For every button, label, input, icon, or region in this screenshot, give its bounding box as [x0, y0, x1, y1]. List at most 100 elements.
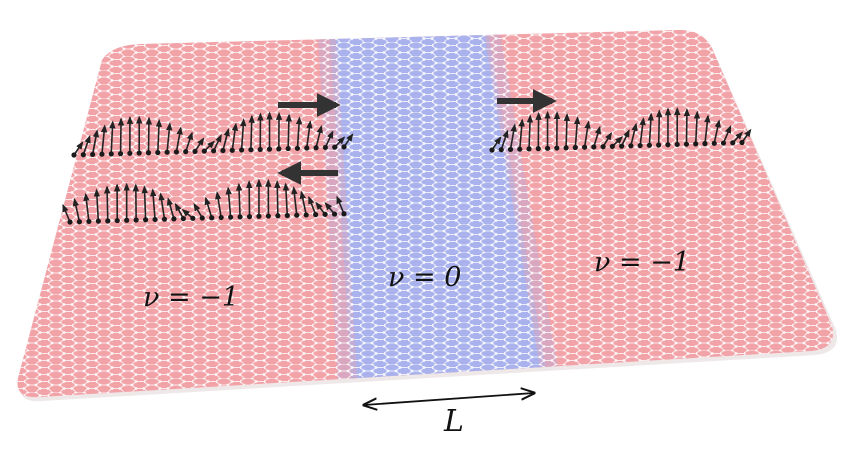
spin-vector [282, 182, 290, 216]
spin-vector [215, 191, 222, 218]
spin-vector [583, 120, 591, 148]
spin-vector [109, 120, 116, 154]
spin-vector [295, 116, 303, 149]
spin-vector [212, 134, 222, 152]
length-label: L [444, 404, 464, 439]
spin-site [127, 150, 133, 156]
spin-wave-upper-left [71, 111, 354, 158]
spin-vector [93, 188, 101, 222]
spin-site [238, 147, 245, 153]
spin-site [554, 145, 560, 151]
spin-vector [158, 192, 166, 220]
spin-site [95, 218, 101, 224]
spin-site [90, 151, 96, 158]
spin-site [322, 144, 328, 151]
spin-vector [222, 127, 230, 151]
spin-vector [184, 131, 193, 152]
spin-site [489, 147, 495, 153]
spin-vector [656, 109, 663, 146]
spin-vector [620, 129, 630, 147]
spin-site [609, 143, 615, 149]
spin-vector [639, 117, 646, 146]
spin-vector [704, 114, 711, 144]
spin-site [702, 141, 708, 147]
spin-site [284, 212, 290, 219]
spin-site [730, 140, 736, 146]
spin-site [199, 215, 205, 221]
spin-site [211, 148, 217, 154]
spin-vector [100, 124, 108, 155]
spin-site [105, 218, 111, 224]
spin-vector [291, 186, 298, 216]
spin-site [322, 211, 328, 217]
spin-site [304, 145, 310, 151]
spin-site [332, 144, 338, 150]
spin-site [71, 152, 77, 158]
spin-site [572, 144, 578, 151]
spin-vector [647, 112, 654, 146]
spin-vector [175, 126, 183, 153]
spin-vector [722, 125, 732, 144]
spin-site [180, 215, 186, 222]
spin-site [67, 219, 73, 225]
spin-site [190, 215, 196, 221]
spin-site [498, 147, 504, 153]
spin-vector [336, 195, 345, 215]
spin-vector [308, 195, 317, 215]
spin-site [276, 146, 282, 152]
spin-site [619, 143, 625, 149]
spin-vector [62, 203, 71, 223]
spin-site [228, 214, 234, 220]
spin-vector [324, 130, 334, 148]
spin-site [209, 215, 215, 221]
spin-vector [91, 129, 100, 155]
filling-label-left: ν = −1 [143, 282, 240, 313]
spin-site [341, 211, 347, 217]
spin-vector [683, 108, 691, 145]
spin-site [535, 146, 541, 152]
spin-vector [630, 122, 638, 147]
spin-site [563, 145, 569, 151]
spin-site [183, 149, 189, 155]
spin-vector [518, 118, 525, 150]
spin-site [275, 213, 281, 219]
spin-site [76, 219, 83, 225]
spin-site [637, 142, 643, 149]
spin-site [739, 139, 745, 146]
spin-vector [166, 197, 175, 220]
spin-vector [235, 182, 243, 217]
spin-site [99, 151, 105, 157]
spin-site [341, 144, 347, 150]
spin-vector [299, 190, 307, 216]
spin-vector [141, 185, 148, 220]
spin-site [600, 144, 606, 150]
spin-site [265, 213, 272, 219]
spin-site [294, 212, 300, 218]
spin-site [720, 140, 727, 146]
spin-site [246, 214, 253, 220]
spin-site [581, 144, 588, 150]
spin-vector [240, 118, 247, 151]
spin-vector [500, 129, 509, 150]
spin-site [192, 148, 198, 154]
spin-site [80, 152, 86, 158]
spin-site [108, 151, 114, 157]
spin-vector [72, 197, 81, 222]
spin-vector [573, 116, 581, 148]
spin-site [124, 217, 130, 223]
spin-site [171, 216, 177, 222]
spin-site [164, 149, 170, 155]
spin-site [237, 214, 243, 220]
spin-site [303, 212, 309, 218]
spin-vector [713, 119, 721, 144]
spin-wave-right [489, 106, 752, 153]
spin-site [256, 213, 262, 219]
spin-site [331, 211, 338, 217]
spin-site [313, 212, 319, 218]
spin-vector [305, 120, 313, 149]
spin-site [517, 146, 523, 152]
spin-site [646, 142, 653, 148]
spin-site [152, 216, 158, 223]
